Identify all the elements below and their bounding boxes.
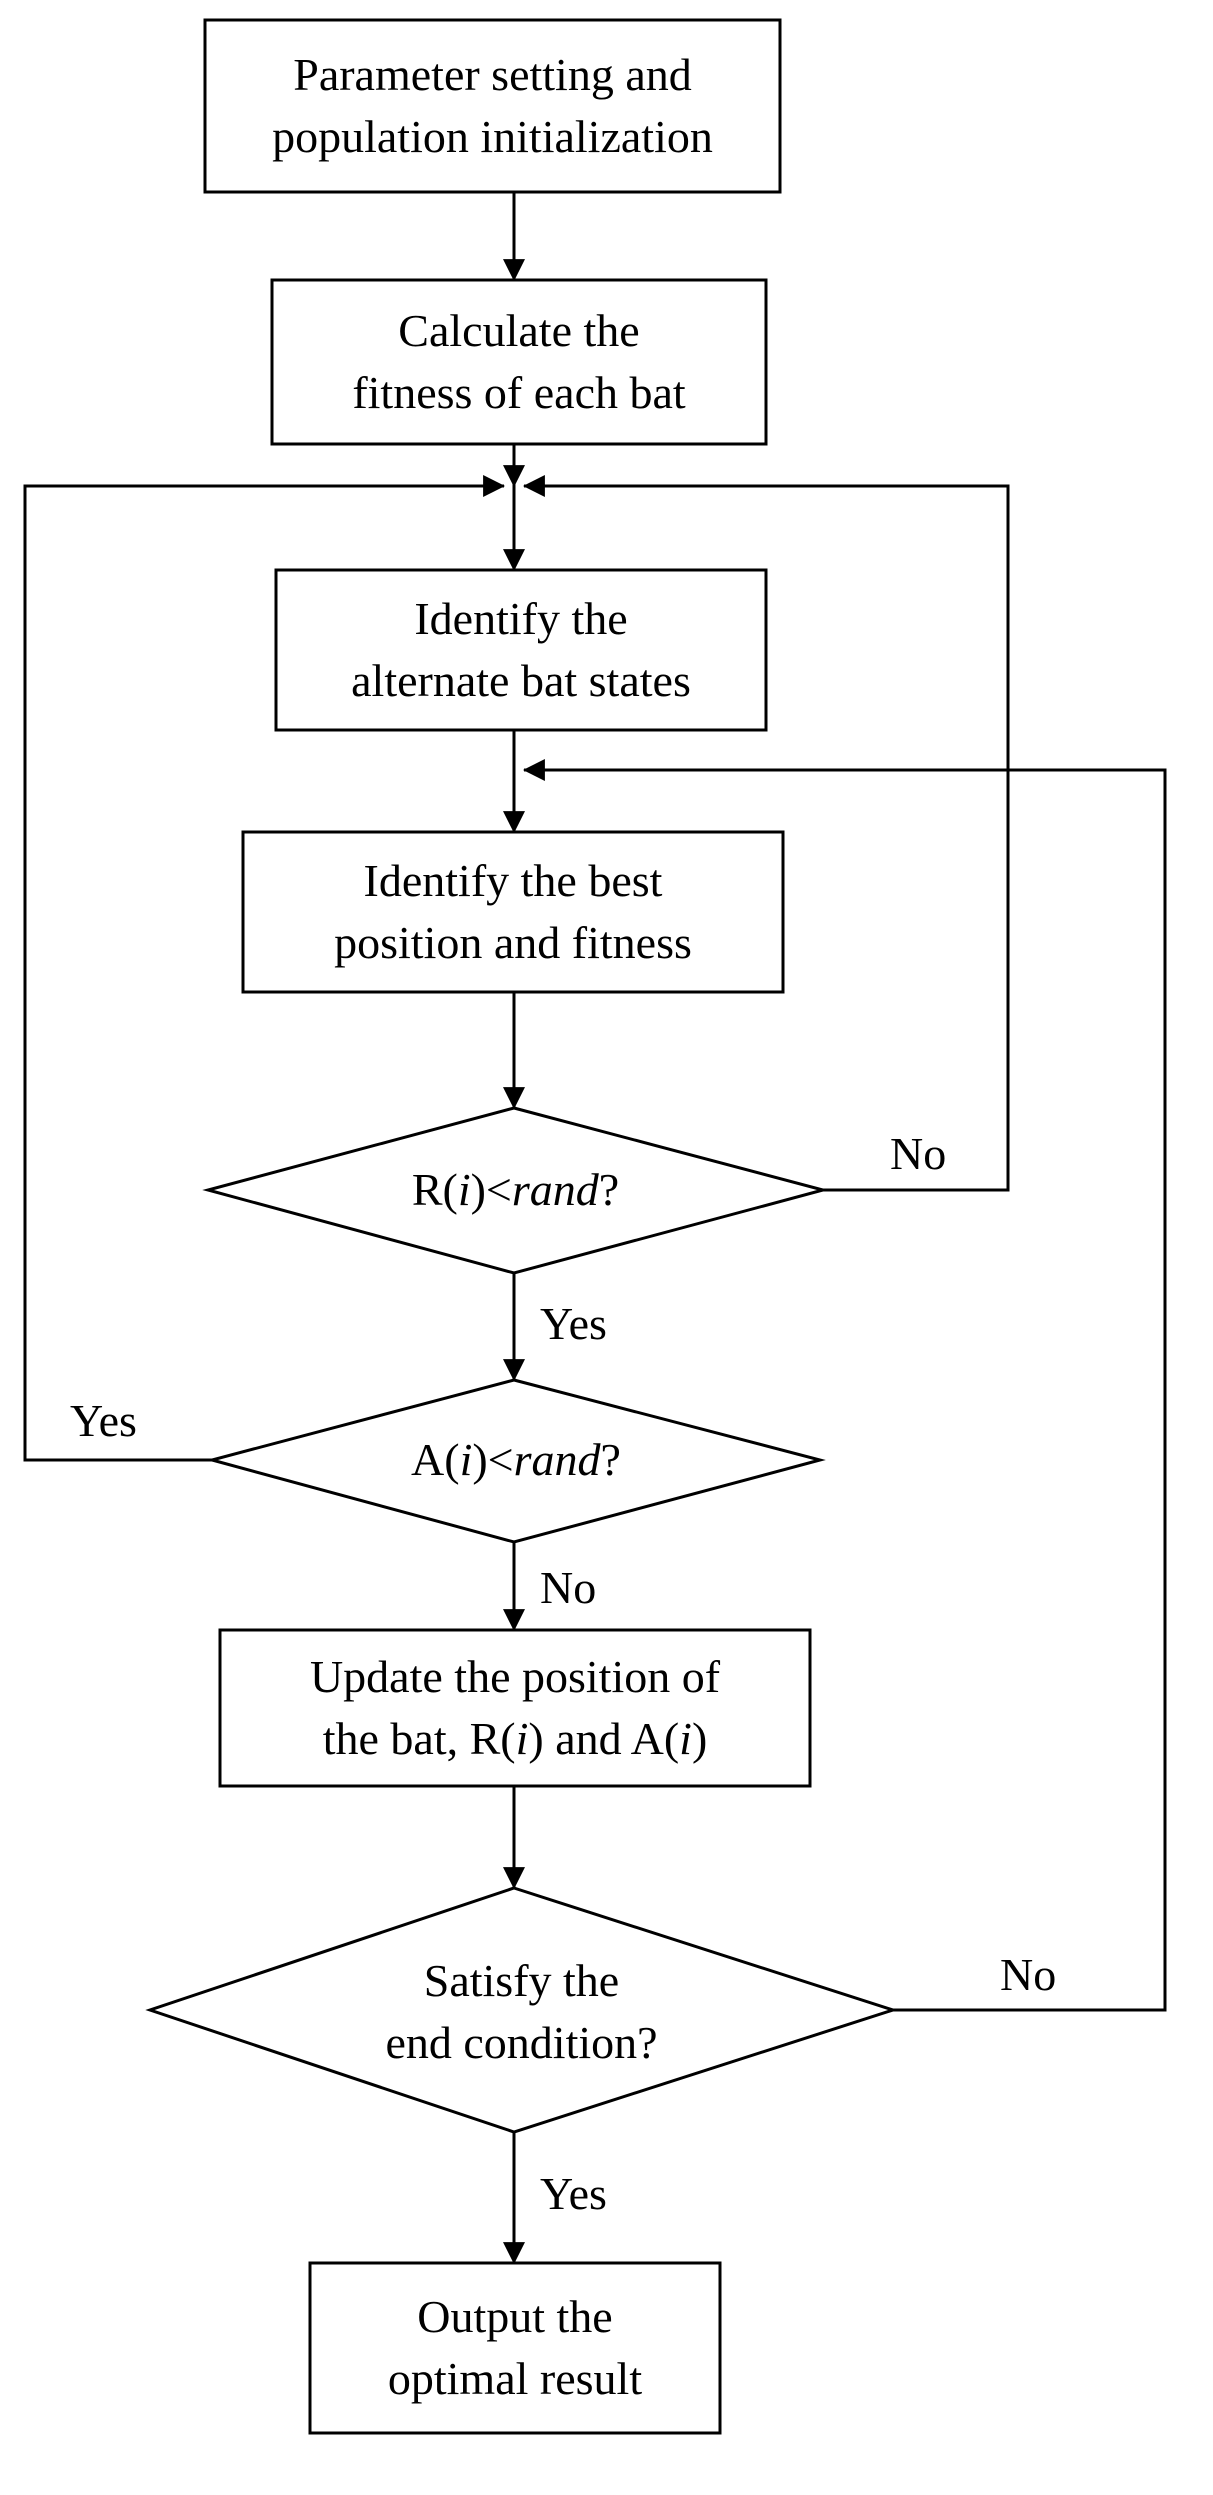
label-end-yes: Yes	[540, 2168, 607, 2219]
r-check-text: R(i)<rand?	[208, 1159, 823, 1221]
label-r-yes: Yes	[540, 1298, 607, 1349]
best-line2: position and fitness	[334, 917, 692, 968]
edge-end-check-no-loop	[522, 759, 1167, 2012]
label-a-no: No	[540, 1562, 597, 1613]
r-check-var: i	[457, 1164, 471, 1215]
update-line2-pre: the bat, R(	[322, 1713, 516, 1764]
update-box	[218, 1628, 812, 1788]
alternate-line2: alternate bat states	[351, 655, 691, 706]
fitness-box	[270, 278, 768, 446]
alternate-line1: Identify the	[414, 593, 628, 644]
label-r-no: No	[890, 1128, 947, 1179]
update-text: Update the position of the bat, R(i) and…	[220, 1646, 810, 1770]
label-a-yes: Yes	[70, 1395, 137, 1446]
edge-r-check-no-loop	[522, 475, 1010, 1192]
a-check-mid: )<	[472, 1434, 514, 1485]
label-end-no: No	[1000, 1949, 1057, 2000]
a-check-var: i	[459, 1434, 473, 1485]
best-text: Identify the best position and fitness	[243, 850, 783, 974]
r-check-mid: )<	[470, 1164, 512, 1215]
end-check-line1: Satisfy the	[423, 1955, 620, 2006]
fitness-text: Calculate the fitness of each bat	[272, 300, 766, 424]
end-check-text: Satisfy the end condition?	[150, 1950, 893, 2074]
update-line2-var1: i	[515, 1713, 529, 1764]
a-check-pre: A(	[411, 1434, 460, 1485]
output-line1: Output the	[417, 2291, 613, 2342]
update-line2-var2: i	[679, 1713, 692, 1764]
edge-a-check-yes-loop	[23, 475, 506, 1462]
output-line2: optimal result	[387, 2353, 643, 2404]
output-text: Output the optimal result	[310, 2286, 720, 2410]
fitness-line2: fitness of each bat	[352, 367, 686, 418]
init-text: Parameter setting and population initial…	[205, 44, 780, 168]
best-line1: Identify the best	[363, 855, 663, 906]
update-line2-post: )	[691, 1713, 708, 1764]
a-check-text: A(i)<rand?	[212, 1429, 820, 1491]
update-line1: Update the position of	[309, 1651, 721, 1702]
init-line2: population initialization	[272, 111, 713, 162]
output-box	[308, 2261, 722, 2435]
init-line1: Parameter setting and	[293, 49, 692, 100]
r-check-rand: rand	[511, 1164, 599, 1215]
fitness-line1: Calculate the	[398, 305, 640, 356]
r-check-post: ?	[598, 1164, 620, 1215]
best-box	[241, 830, 785, 994]
a-check-post: ?	[600, 1434, 621, 1485]
alternate-text: Identify the alternate bat states	[276, 588, 766, 712]
update-line2-mid: ) and A(	[528, 1713, 680, 1764]
init-box	[203, 18, 782, 194]
end-check-line2: end condition?	[385, 2017, 658, 2068]
r-check-pre: R(	[411, 1164, 458, 1215]
update-line2: the bat, R(i) and A(i)	[220, 1708, 810, 1770]
a-check-rand: rand	[513, 1434, 601, 1485]
